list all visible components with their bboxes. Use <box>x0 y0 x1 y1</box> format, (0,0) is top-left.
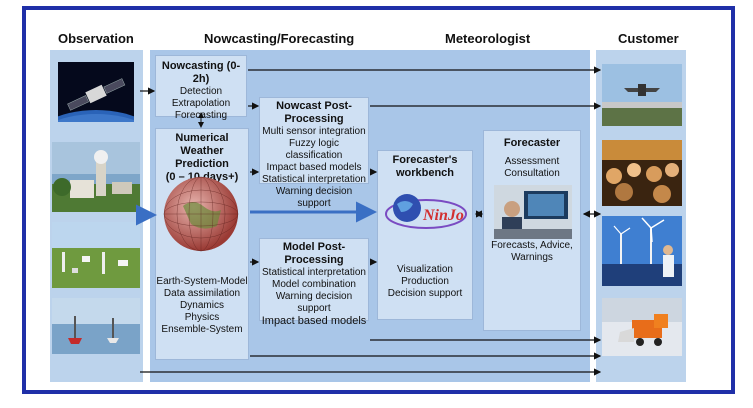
nwp-line: Data assimilation <box>163 288 241 299</box>
model-post-line: Warning decision support <box>275 291 353 314</box>
ninjo-logo: NinJo <box>383 190 469 234</box>
nwp-line: Earth-System-Model <box>156 276 248 287</box>
forecaster-line: Assessment <box>504 156 560 167</box>
model-post-line: Impact based models <box>261 315 367 327</box>
nwp-title-line: Numerical Weather <box>175 132 229 157</box>
airplane-image <box>602 64 682 126</box>
nowcast-post-line: Fuzzy logic classification <box>285 138 343 161</box>
nowcasting-line: Extrapolation <box>171 98 231 109</box>
nowcast-post-line: Impact based models <box>266 162 362 173</box>
wind-solar-image <box>602 216 682 286</box>
nowcast-post-line: Warning decision support <box>275 186 353 209</box>
forecaster-output-line: Forecasts, Advice, <box>491 240 573 251</box>
column-title-customer: Customer <box>618 31 679 46</box>
workbench-title-line: workbench <box>395 167 455 179</box>
nwp-line: Dynamics <box>180 300 224 311</box>
globe-model-grid-image <box>163 176 239 252</box>
column-title-meteorologist: Meteorologist <box>445 31 531 46</box>
nwp-line: Ensemble-System <box>161 324 243 335</box>
workbench-line: Decision support <box>387 288 463 299</box>
buoys-image <box>52 298 140 354</box>
workbench-line: Visualization <box>397 264 453 275</box>
nwp-box: Numerical Weather Prediction (0 – 10 day… <box>155 128 249 360</box>
forecaster-line: Consultation <box>504 168 560 179</box>
forecasters-workbench-box: Forecaster's workbench Visualization Pro… <box>377 150 473 320</box>
workbench-line: Production <box>401 276 449 287</box>
workbench-title-line: Forecaster's <box>392 154 458 166</box>
model-post-title-line: Model Post- <box>282 241 346 253</box>
model-post-processing-box: Model Post- Processing Statistical inter… <box>259 238 369 327</box>
forecaster-title: Forecaster <box>503 137 561 149</box>
nowcast-post-line: Multi sensor integration <box>262 126 366 137</box>
nowcast-post-title-line: Nowcast Post- <box>276 100 352 112</box>
satellite-image <box>58 62 134 122</box>
nwp-line: Physics <box>184 312 220 323</box>
ninjo-logo-text: NinJo <box>422 207 464 224</box>
nwp-title-line: Prediction <box>175 158 229 170</box>
nowcast-post-title-line: Processing <box>284 113 344 125</box>
model-post-line: Model combination <box>272 279 356 290</box>
column-title-observation: Observation <box>58 31 134 46</box>
nowcast-post-processing-box: Nowcast Post- Processing Multi sensor in… <box>259 97 369 209</box>
weather-station-image <box>52 142 140 212</box>
nowcasting-line: Detection <box>179 86 223 97</box>
forecaster-output-line: Warnings <box>511 252 553 263</box>
snowplow-image <box>602 298 682 356</box>
measurement-field-image <box>52 222 140 288</box>
model-post-title-line: Processing <box>284 254 344 266</box>
column-title-nowcasting-forecasting: Nowcasting/Forecasting <box>204 31 355 46</box>
forecaster-desk-image <box>494 185 572 239</box>
model-post-line: Statistical interpretation <box>262 267 366 278</box>
nowcasting-title: Nowcasting (0-2h) <box>161 60 241 85</box>
crowd-image <box>602 140 682 206</box>
nowcast-post-line: Statistical interpretation <box>262 174 366 185</box>
